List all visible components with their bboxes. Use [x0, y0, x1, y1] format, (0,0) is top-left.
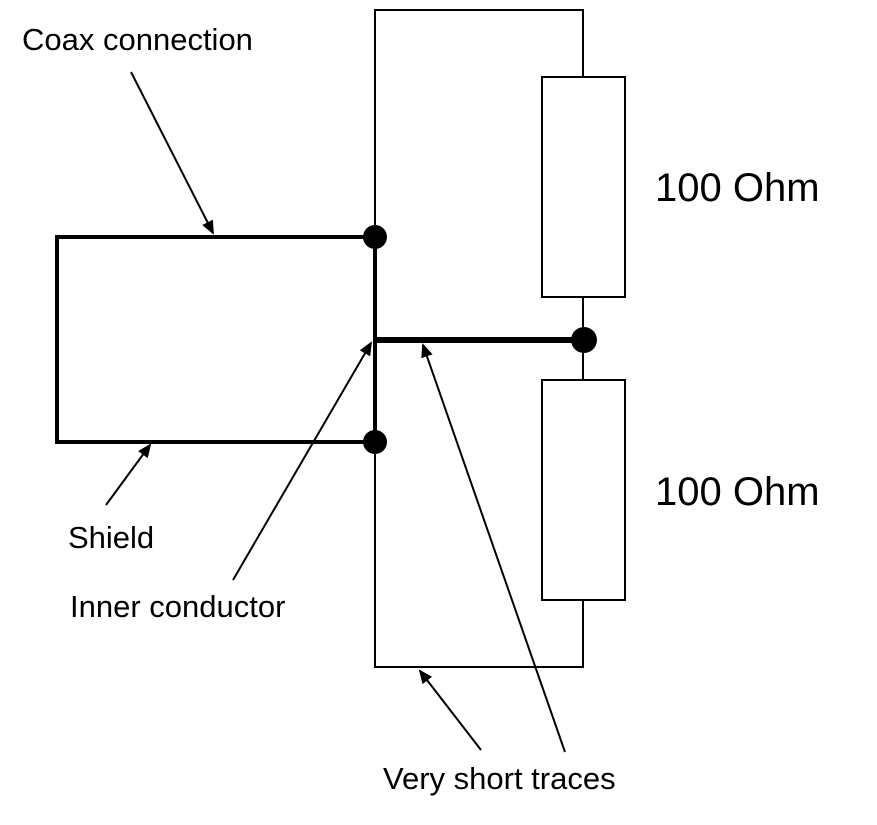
resistor-top: [541, 76, 626, 298]
traces-pointer-inner: [421, 343, 566, 753]
lower-loop-trace: [374, 442, 584, 668]
coax-connection-label: Coax connection: [22, 22, 253, 57]
shield-pointer: [105, 443, 152, 506]
coax-connection-pointer: [130, 71, 214, 235]
very-short-traces-label: Very short traces: [383, 761, 616, 796]
junction-node-middle: [571, 327, 597, 353]
coax-shield-loop: [55, 235, 375, 444]
inner-conductor-pointer: [232, 341, 373, 581]
outer-loop-trace: [374, 9, 584, 237]
shield-label: Shield: [68, 520, 154, 555]
resistor-bottom: [541, 379, 626, 601]
junction-node-top: [363, 225, 387, 249]
junction-node-bottom: [363, 430, 387, 454]
traces-pointer-bottom: [418, 669, 482, 751]
inner-conductor-label: Inner conductor: [70, 589, 285, 624]
resistor-top-label: 100 Ohm: [655, 166, 820, 210]
resistor-bottom-label: 100 Ohm: [655, 470, 820, 514]
